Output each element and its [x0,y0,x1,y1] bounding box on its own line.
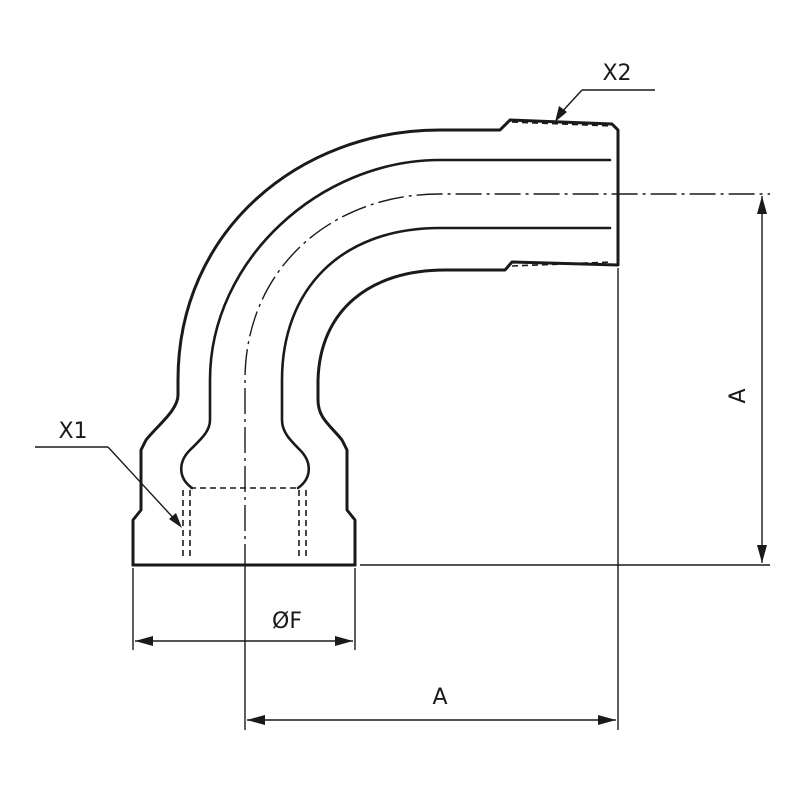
dimension-a-vertical-arrow-top [757,196,767,214]
dimension-f-label: ØF [272,609,302,634]
male-thread-top [511,121,613,127]
x1-leader-arrow [169,513,182,528]
x1-leader-diagonal [107,446,179,524]
centerline-bend [244,193,770,570]
dimension-f-arrow-right [335,636,353,646]
bore-inner-wall [280,226,612,490]
dimension-a-vertical-label: A [726,388,751,403]
dimension-f-arrow-left [135,636,153,646]
x1-label: X1 [58,419,87,444]
dimension-a-vertical-arrow-bottom [757,545,767,563]
x2-label: X2 [602,61,631,86]
elbow-outer-contour [131,118,620,567]
dimension-a-horizontal-arrow-left [247,715,265,725]
male-thread-bottom [511,261,613,267]
bore-outer-wall [179,158,612,490]
dimension-a-horizontal-arrow-right [598,715,616,725]
dimension-a-horizontal-label: A [432,685,447,710]
x2-leader-arrow [555,106,567,122]
